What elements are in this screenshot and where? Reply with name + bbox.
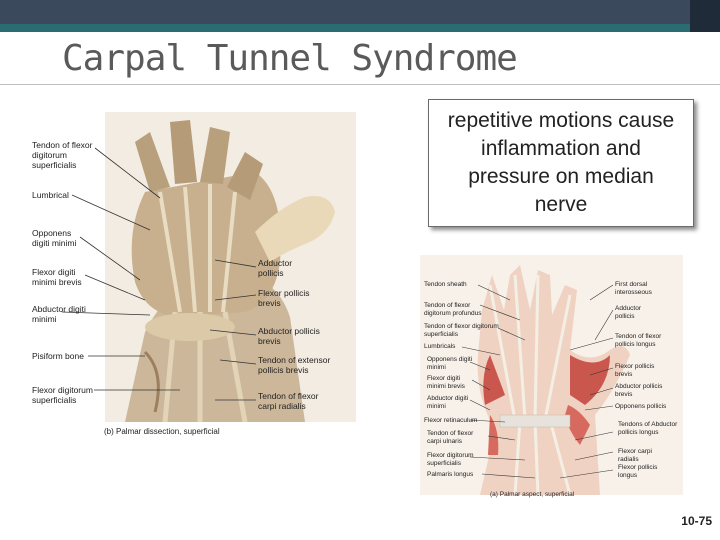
slide-title: Carpal Tunnel Syndrome — [62, 38, 518, 79]
label-flexor-digiti-minimi-brevis: Flexor digiti minimi brevis — [32, 267, 82, 287]
label-opponens-digiti-minimi-a: Opponens digiti minimi — [427, 356, 473, 371]
label-abductor-pollicis-brevis: Abductor pollicis brevis — [258, 326, 320, 346]
label-lumbrical: Lumbrical — [32, 190, 69, 200]
label-flexor-retinaculum: Flexor retinaculum — [424, 417, 478, 424]
header-bar — [0, 0, 720, 24]
label-tendons-abductor-pollicis-longus: Tendons of Abductor pollicis longus — [618, 421, 678, 436]
label-tendon-flexor-pollicis-longus: Tendon of flexor pollicis longus — [615, 333, 662, 348]
figure-a-caption: (a) Palmar aspect, superficial — [490, 491, 575, 498]
label-flexor-carpi-radialis: Flexor carpi radialis — [618, 448, 652, 463]
slide-number: 10-75 — [681, 514, 712, 528]
callout-text: repetitive motions cause inflammation an… — [447, 109, 675, 216]
label-tendon-flexor-digitorum-superficialis: Tendon of flexor digitorum superficialis — [32, 140, 93, 170]
header-corner-block — [690, 0, 720, 32]
callout-box: repetitive motions cause inflammation an… — [428, 99, 694, 227]
header-accent-bar — [0, 24, 720, 32]
label-tendon-flexor-carpi-ulnaris: Tendon of flexor carpi ulnaris — [427, 430, 474, 445]
label-tendon-flexor-digitorum-profundus: Tendon of flexor digitorum profundus — [424, 302, 482, 317]
label-flexor-digitorum-superficialis: Flexor digitorum superficialis — [32, 385, 93, 405]
label-palmaris-longus: Palmaris longus — [427, 471, 474, 478]
label-abductor-digiti-minimi-a: Abductor digiti minimi — [427, 395, 469, 410]
label-tendon-flexor-digitorum-superficialis-a: Tendon of flexor digitorum superficialis — [424, 323, 499, 338]
label-abductor-digiti-minimi: Abductor digiti minimi — [32, 304, 86, 324]
label-flexor-pollicis-longus: Flexor pollicis longus — [618, 464, 658, 479]
label-adductor-pollicis: Adductor pollicis — [258, 258, 293, 278]
label-first-dorsal-interosseous: First dorsal interosseous — [615, 281, 652, 296]
palmar-dissection-photo — [105, 112, 356, 422]
label-flexor-digitorum-superficialis-a: Flexor digitorum superficialis — [427, 452, 474, 467]
title-divider — [0, 84, 720, 85]
label-tendon-flexor-carpi-radialis: Tendon of flexor carpi radialis — [258, 391, 319, 411]
label-opponens-pollicis: Opponens pollicis — [615, 403, 667, 410]
label-tendon-sheath: Tendon sheath — [424, 281, 467, 288]
label-adductor-pollicis-a: Adductor pollicis — [615, 305, 642, 320]
label-flexor-pollicis-brevis: Flexor pollicis brevis — [258, 288, 310, 308]
figure-b-caption: (b) Palmar dissection, superficial — [104, 427, 220, 436]
palmar-aspect-illustration — [420, 255, 683, 495]
label-pisiform-bone: Pisiform bone — [32, 351, 84, 361]
label-flexor-pollicis-brevis-a: Flexor pollicis brevis — [615, 363, 655, 378]
label-opponens-digiti-minimi: Opponens digiti minimi — [32, 228, 77, 248]
label-flexor-digiti-minimi-brevis-a: Flexor digiti minimi brevis — [427, 375, 465, 390]
label-abductor-pollicis-brevis-a: Abductor pollicis brevis — [615, 383, 663, 398]
label-tendon-extensor-pollicis-brevis: Tendon of extensor pollicis brevis — [258, 355, 331, 375]
label-lumbricals: Lumbricals — [424, 343, 456, 350]
